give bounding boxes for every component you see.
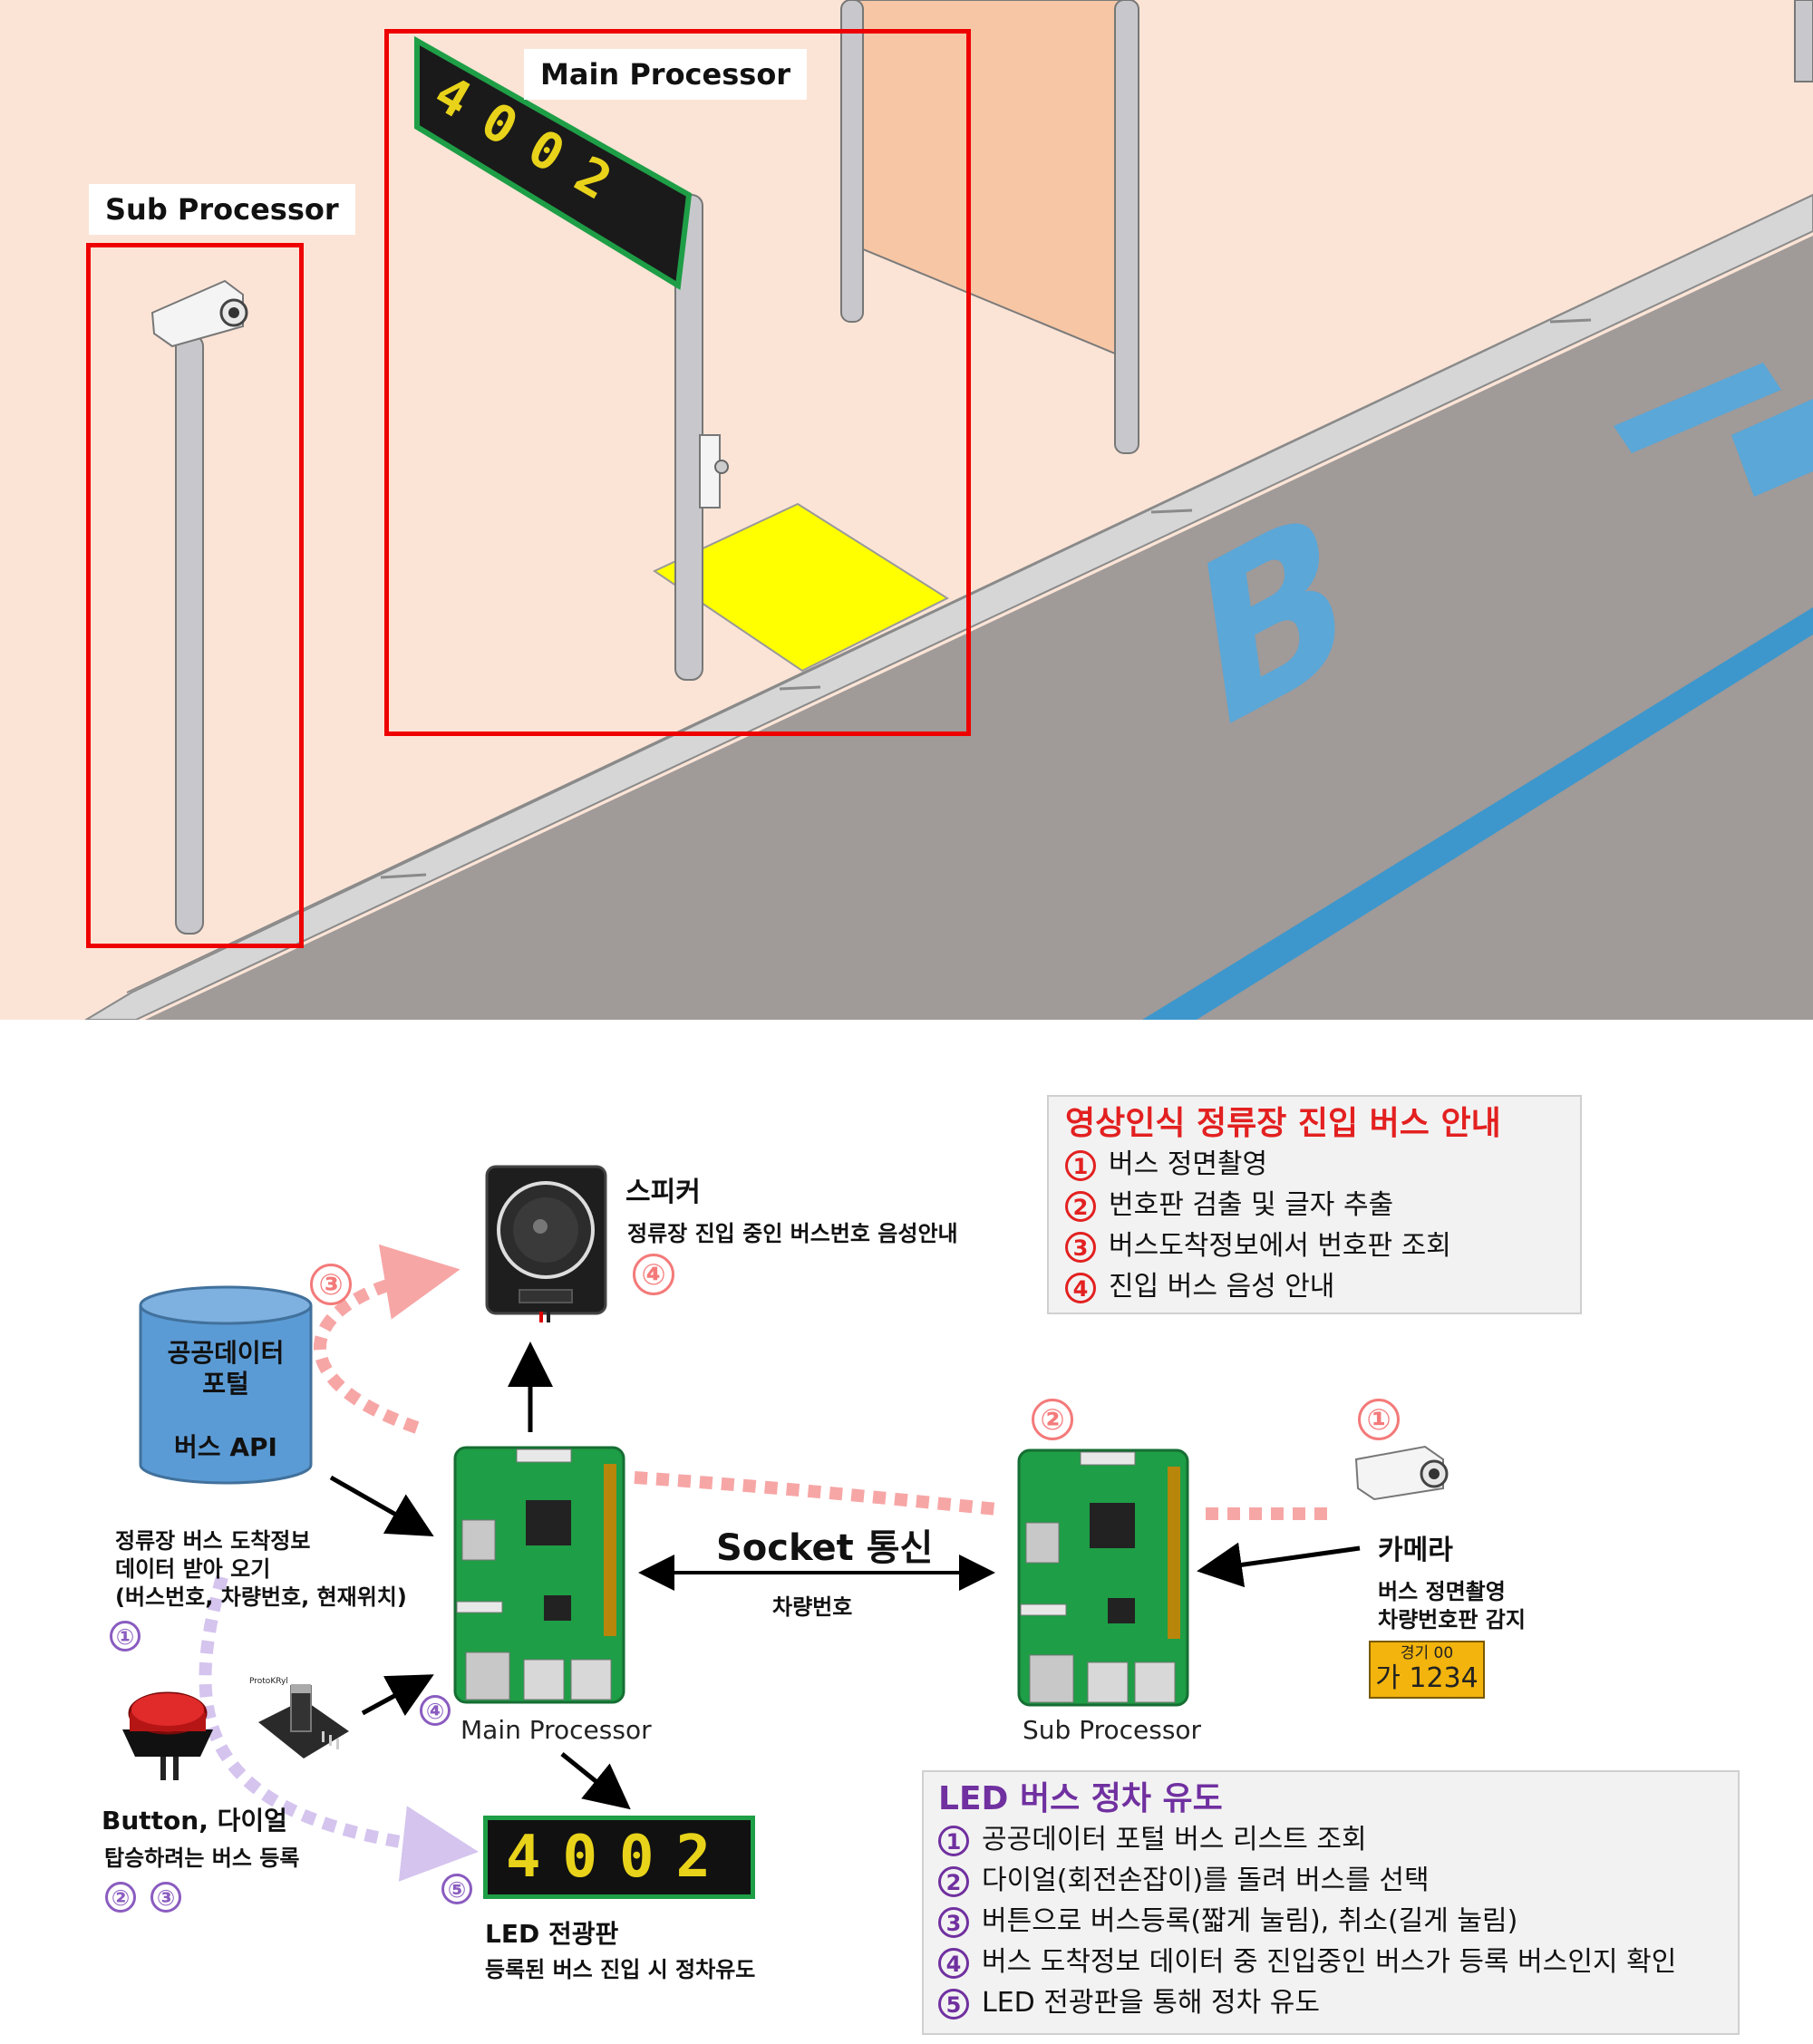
led-desc: 등록된 버스 진입 시 정차유도 <box>485 1957 756 1982</box>
lane-line <box>1142 607 1813 1020</box>
marker-2-button: ② <box>105 1882 136 1913</box>
speaker-icon <box>485 1165 607 1323</box>
led-title: LED 전광판 <box>485 1919 619 1949</box>
video-guide-item: 3 버스도착정보에서 번호판 조회 <box>1065 1225 1580 1266</box>
bus-stop-illustration: 4002 B <box>0 0 1813 1020</box>
num-badge: 2 <box>938 1865 969 1897</box>
license-plate: 경기 00 가 1234 <box>1369 1641 1485 1699</box>
plate-top: 경기 00 <box>1400 1644 1454 1662</box>
main-processor-label: Main Processor <box>524 49 808 100</box>
plate-bottom: 가 1234 <box>1375 1662 1479 1694</box>
push-button-icon <box>113 1684 222 1784</box>
portal-line3: 버스 API <box>174 1432 277 1462</box>
video-guide-item: 1 버스 정면촬영 <box>1065 1144 1580 1185</box>
marker-1-camera: ① <box>1358 1399 1400 1440</box>
sub-processor-caption: Sub Processor <box>1023 1715 1202 1745</box>
led-display-board: 4002 <box>483 1816 755 1899</box>
main-processor-board <box>453 1446 625 1704</box>
portal-caption-2: 데이터 받아 오기 <box>115 1556 271 1582</box>
main-processor-caption: Main Processor <box>461 1715 652 1745</box>
curb <box>84 193 1813 1020</box>
portal-caption-3: (버스번호, 차량번호, 현재위치) <box>115 1584 407 1610</box>
num-badge: 3 <box>1065 1231 1096 1263</box>
led-guide-item: 3 버튼으로 버스등록(짧게 눌림), 취소(길게 눌림) <box>938 1901 1738 1942</box>
item-text: 공공데이터 포털 버스 리스트 조회 <box>982 1824 1367 1855</box>
cctv-camera-icon <box>150 279 248 348</box>
video-guide-item: 4 진입 버스 음성 안내 <box>1065 1266 1580 1307</box>
led-guide-panel: LED 버스 정차 유도 1 공공데이터 포털 버스 리스트 조회 2 다이얼(회전… <box>922 1770 1740 2035</box>
item-text: 버튼으로 버스등록(짧게 눌림), 취소(길게 눌림) <box>982 1905 1518 1937</box>
marker-4-speaker: ④ <box>633 1254 674 1295</box>
led-guide-item: 2 다이얼(회전손잡이)를 돌려 버스를 선택 <box>938 1860 1738 1901</box>
scene-led-sign <box>414 35 693 290</box>
led-guide-item: 5 LED 전광판을 통해 정차 유도 <box>938 1982 1738 2023</box>
marker-4-main: ④ <box>420 1695 451 1726</box>
num-badge: 1 <box>1065 1149 1096 1181</box>
socket-title: Socket 통신 <box>716 1527 934 1569</box>
marker-5-led: ⑤ <box>441 1874 472 1904</box>
num-badge: 5 <box>938 1988 969 2020</box>
video-guide-panel: 영상인식 정류장 진입 버스 안내 1 버스 정면촬영 2 번호판 검출 및 글자 … <box>1047 1095 1582 1314</box>
portal-line1: 공공데이터 <box>167 1338 285 1368</box>
sub-processor-board <box>1017 1448 1189 1707</box>
camera-desc-1: 버스 정면촬영 <box>1378 1579 1506 1604</box>
item-text: LED 전광판을 통해 정차 유도 <box>982 1987 1320 2019</box>
num-badge: 4 <box>1065 1272 1096 1303</box>
dial-brand: ProtoKRyl <box>249 1677 288 1686</box>
led-guide-item: 1 공공데이터 포털 버스 리스트 조회 <box>938 1819 1738 1860</box>
marker-1-portal: ① <box>110 1621 141 1652</box>
item-text: 진입 버스 음성 안내 <box>1109 1271 1335 1303</box>
button-desc: 탑승하려는 버스 등록 <box>104 1845 300 1871</box>
item-text: 번호판 검출 및 글자 추출 <box>1109 1189 1394 1221</box>
num-badge: 2 <box>1065 1190 1096 1222</box>
marker-3-button: ③ <box>150 1882 181 1913</box>
public-data-portal-db: 공공데이터 포털 버스 API <box>139 1285 313 1487</box>
num-badge: 4 <box>938 1947 969 1979</box>
flow-api-to-speaker <box>314 1244 461 1434</box>
socket-sub: 차량번호 <box>772 1594 853 1620</box>
item-text: 다이얼(회전손잡이)를 돌려 버스를 선택 <box>982 1865 1430 1896</box>
bus-stop-scene: 4002 B Sub Processor Main Processor <box>0 0 1813 1020</box>
speaker-title: 스피커 <box>625 1177 701 1208</box>
marker-2-sub: ② <box>1032 1399 1073 1440</box>
item-text: 버스 정면촬영 <box>1109 1148 1268 1180</box>
speaker-desc: 정류장 진입 중인 버스번호 음성안내 <box>627 1221 958 1246</box>
video-guide-item: 2 번호판 검출 및 글자 추출 <box>1065 1185 1580 1225</box>
portal-line2: 포털 <box>202 1369 249 1399</box>
camera-title: 카메라 <box>1378 1535 1453 1566</box>
marker-3-api: ③ <box>310 1264 352 1305</box>
button-title: Button, 다이얼 <box>102 1806 287 1836</box>
diagram-connectors <box>199 1244 1361 1882</box>
sub-processor-highlight <box>86 243 304 948</box>
rotary-dial-icon: ProtoKRyl <box>249 1677 349 1763</box>
camera-desc-2: 차량번호판 감지 <box>1378 1607 1526 1632</box>
sub-processor-label: Sub Processor <box>89 184 355 235</box>
num-badge: 3 <box>938 1906 969 1938</box>
road <box>145 236 1813 1020</box>
flow-button-to-led <box>199 1575 479 1882</box>
item-text: 버스 도착정보 데이터 중 진입중인 버스가 등록 버스인지 확인 <box>982 1946 1677 1978</box>
tactile-paving <box>652 502 950 673</box>
item-text: 버스도착정보에서 번호판 조회 <box>1109 1230 1451 1262</box>
camera-icon <box>1352 1441 1452 1505</box>
main-processor-highlight <box>384 29 971 736</box>
portal-caption-1: 정류장 버스 도착정보 <box>115 1528 311 1554</box>
led-guide-title: LED 버스 정차 유도 <box>938 1780 1223 1817</box>
video-guide-title: 영상인식 정류장 진입 버스 안내 <box>1065 1105 1501 1142</box>
led-guide-item: 4 버스 도착정보 데이터 중 진입중인 버스가 등록 버스인지 확인 <box>938 1942 1738 1982</box>
num-badge: 1 <box>938 1825 969 1856</box>
flow-sub-to-main <box>634 1471 998 1516</box>
